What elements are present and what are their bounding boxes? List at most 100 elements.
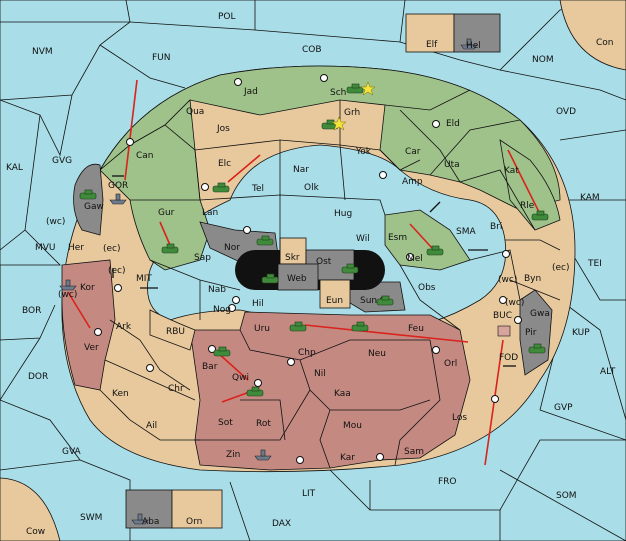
label-ovd: OVD bbox=[556, 107, 576, 117]
label-lit: LIT bbox=[302, 489, 316, 499]
label-zin: Zin bbox=[226, 450, 240, 460]
red-territory-south bbox=[189, 311, 471, 471]
label-hug: Hug bbox=[334, 209, 352, 219]
label-pol: POL bbox=[218, 12, 236, 22]
supply-center-icon bbox=[491, 395, 499, 403]
label-dax: DAX bbox=[272, 519, 291, 529]
label-fod: FOD bbox=[499, 353, 518, 363]
supply-center-icon bbox=[94, 328, 102, 336]
label-orn: Orn bbox=[186, 517, 202, 527]
army-icon[interactable] bbox=[256, 235, 274, 246]
label-her: Her bbox=[68, 243, 84, 253]
label-neu: Neu bbox=[368, 349, 386, 359]
army-icon[interactable] bbox=[161, 243, 179, 254]
star-marker-icon bbox=[331, 116, 347, 131]
label-aba: Aba bbox=[142, 517, 159, 527]
label-gva: GVA bbox=[62, 447, 82, 457]
fleet-icon[interactable] bbox=[460, 38, 478, 50]
supply-center-icon bbox=[287, 358, 295, 366]
label-uru: Uru bbox=[254, 324, 270, 334]
supply-center-icon bbox=[243, 226, 251, 234]
label-mit: MIT bbox=[136, 274, 152, 284]
move-order-arrow bbox=[409, 223, 433, 249]
label-grh: Grh bbox=[344, 108, 360, 118]
move-order-arrow bbox=[304, 324, 469, 343]
army-icon[interactable] bbox=[261, 273, 279, 284]
label-kor: Kor bbox=[80, 283, 95, 293]
label-orl: Orl bbox=[444, 359, 457, 369]
label-mvu: MVU bbox=[35, 243, 56, 253]
label-qua: Qua bbox=[186, 107, 204, 117]
region-skr[interactable] bbox=[279, 237, 307, 265]
region-web[interactable] bbox=[277, 263, 319, 291]
region-elf[interactable] bbox=[405, 13, 455, 53]
label-kaa: Kaa bbox=[334, 389, 351, 399]
fleet-icon[interactable] bbox=[497, 325, 511, 337]
supply-center-icon bbox=[320, 74, 328, 82]
label-hil: Hil bbox=[252, 299, 264, 309]
army-icon[interactable] bbox=[289, 321, 307, 332]
label-kup: KUP bbox=[572, 328, 590, 338]
label-coast-wc: (wc) bbox=[58, 290, 77, 300]
label-qwi: Qwi bbox=[232, 373, 249, 383]
fleet-icon[interactable] bbox=[254, 449, 272, 461]
region-gaw-gray bbox=[73, 163, 104, 236]
label-web: Web bbox=[287, 274, 307, 284]
move-order-arrow bbox=[67, 291, 91, 329]
label-gur: Gur bbox=[158, 208, 175, 218]
label-kar: Kar bbox=[340, 453, 355, 463]
label-nab: Nab bbox=[208, 285, 226, 295]
label-lan: Lan bbox=[202, 208, 218, 218]
label-alt: ALT bbox=[600, 367, 616, 377]
label-chr: Chr bbox=[168, 384, 184, 394]
green-territory-west bbox=[99, 99, 211, 271]
supply-center-icon bbox=[379, 171, 387, 179]
label-gor: GOR bbox=[108, 181, 128, 191]
label-coast-wc: (wc) bbox=[505, 298, 524, 308]
fleet-icon[interactable] bbox=[131, 513, 149, 525]
label-sma: SMA bbox=[456, 227, 476, 237]
inner-lake bbox=[147, 144, 507, 331]
label-eun: Eun bbox=[326, 296, 343, 306]
label-skr: Skr bbox=[285, 253, 300, 263]
label-olk: Olk bbox=[304, 183, 320, 193]
army-icon[interactable] bbox=[351, 321, 369, 332]
army-icon[interactable] bbox=[528, 343, 546, 354]
label-ken: Ken bbox=[112, 389, 129, 399]
move-order-arrow bbox=[217, 352, 249, 381]
label-obs: Obs bbox=[418, 283, 436, 293]
two-way-arrows bbox=[112, 175, 516, 367]
supply-center-icon bbox=[499, 296, 507, 304]
fleet-units bbox=[59, 38, 511, 525]
label-gvg: GVG bbox=[52, 156, 72, 166]
army-icon[interactable] bbox=[531, 210, 549, 221]
label-kam: KAM bbox=[580, 193, 600, 203]
army-icon[interactable] bbox=[346, 83, 364, 94]
label-tei: TEI bbox=[587, 259, 602, 269]
label-coast-wc: (wc) bbox=[46, 217, 65, 227]
fleet-icon[interactable] bbox=[109, 193, 127, 205]
army-icon[interactable] bbox=[212, 182, 230, 193]
region-orn[interactable] bbox=[171, 489, 223, 529]
army-icon[interactable] bbox=[79, 189, 97, 200]
fleet-icon[interactable] bbox=[59, 279, 77, 291]
army-icon[interactable] bbox=[376, 295, 394, 306]
label-nog: Nog bbox=[213, 305, 231, 315]
army-icon[interactable] bbox=[341, 263, 359, 274]
region-eun[interactable] bbox=[319, 279, 351, 309]
label-nvm: NVM bbox=[32, 47, 53, 57]
army-icon[interactable] bbox=[246, 386, 264, 397]
supply-center-icon bbox=[201, 183, 209, 191]
army-icon[interactable] bbox=[426, 245, 444, 256]
label-pir: Pir bbox=[525, 328, 537, 338]
supply-center-icon bbox=[146, 364, 154, 372]
supply-center-icon bbox=[432, 346, 440, 354]
army-icon[interactable] bbox=[213, 346, 231, 357]
label-sam: Sam bbox=[404, 447, 424, 457]
label-chp: Chp bbox=[298, 348, 316, 358]
label-eld: Eld bbox=[446, 119, 460, 129]
two-way-arrow-icon bbox=[429, 201, 441, 213]
label-car: Car bbox=[405, 147, 421, 157]
